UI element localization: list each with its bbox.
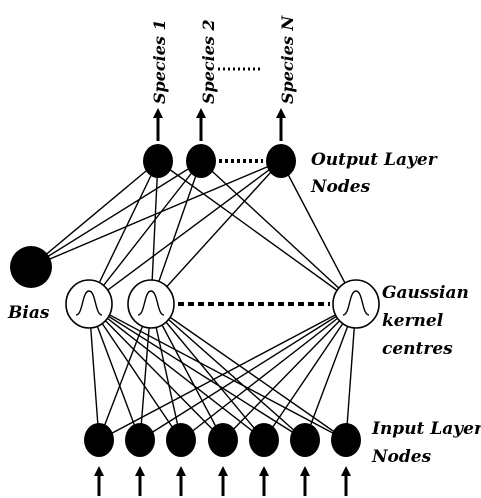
bias-label: Bias <box>7 303 50 323</box>
gaussian-curve-icon <box>342 290 370 316</box>
input-node <box>290 423 320 457</box>
output-node <box>186 144 216 178</box>
output-layer-label-line2: Nodes <box>310 177 371 197</box>
edge-kernel-output <box>157 160 357 305</box>
output-node <box>266 144 296 178</box>
kernel-node <box>332 279 380 329</box>
edge-bias-output <box>30 160 202 268</box>
input-node <box>166 423 196 457</box>
gaussian-curve-icon <box>75 290 103 316</box>
kernel-label-line1: Gaussian <box>382 283 469 303</box>
edge-input-kernel <box>88 303 224 441</box>
edge-input-kernel <box>180 303 357 441</box>
kernel-label-line2: kernel <box>382 311 444 331</box>
kernel-circle <box>332 279 380 329</box>
output-layer-label-line1: Output Layer <box>311 150 438 170</box>
edge-kernel-output <box>280 160 357 305</box>
species-2-label: Species 2 <box>199 19 218 104</box>
edge-input-kernel <box>88 303 306 441</box>
output-node <box>143 144 173 178</box>
edge-input-kernel <box>139 303 357 441</box>
edge-input-kernel <box>222 303 357 441</box>
edge-input-kernel <box>88 303 265 441</box>
kernel-node <box>127 279 175 329</box>
species-n-label: Species N <box>278 15 297 105</box>
kernel-node <box>65 279 113 329</box>
edge-kernel-output <box>150 160 282 305</box>
input-node <box>125 423 155 457</box>
edge-input-kernel <box>98 303 357 441</box>
edge-kernel-output <box>88 160 159 305</box>
edge-bias-output <box>30 160 282 268</box>
input-node <box>84 423 114 457</box>
bias-node <box>10 246 52 288</box>
input-node <box>249 423 279 457</box>
edge-kernel-output <box>88 160 202 305</box>
input-layer-label-line2: Nodes <box>371 447 432 467</box>
input-layer-label-line1: Input Layer <box>371 419 481 439</box>
kernel-label-line3: centres <box>382 339 453 359</box>
edge-kernel-output <box>88 160 282 305</box>
input-node <box>208 423 238 457</box>
edge-input-kernel <box>88 303 182 441</box>
edge-bias-output <box>30 160 159 268</box>
gaussian-curve-icon <box>137 290 165 316</box>
edge-kernel-output <box>200 160 357 305</box>
edge-input-kernel <box>263 303 357 441</box>
edge-kernel-output <box>150 160 202 305</box>
edge-input-kernel <box>88 303 347 441</box>
arrows <box>94 108 351 496</box>
species-1-label: Species 1 <box>150 19 169 104</box>
nodes <box>10 144 380 457</box>
input-node <box>331 423 361 457</box>
connection-lines <box>30 160 357 441</box>
kernel-circle <box>127 279 175 329</box>
kernel-circle <box>65 279 113 329</box>
